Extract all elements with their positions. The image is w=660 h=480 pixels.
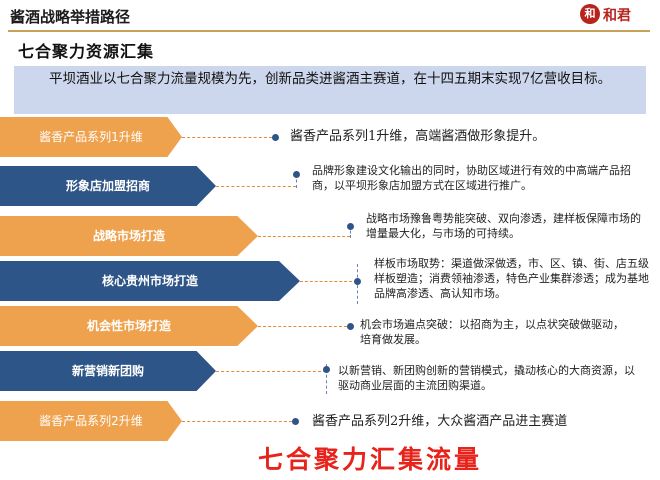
arrow-item-7: 酱香产品系列2升维 xyxy=(0,401,182,441)
connector-dot-1 xyxy=(272,134,279,141)
page-title: 酱酒战略举措路径 xyxy=(10,8,131,26)
connector-1 xyxy=(182,137,272,138)
item-desc-4: 样板市场取势：渠道做深做透，市、区、镇、街、店五级样板塑造；消费领袖渗透，特色产… xyxy=(374,257,649,300)
connector-dot-3 xyxy=(347,223,354,230)
arrow-item-1: 酱香产品系列1升维 xyxy=(0,117,182,157)
section-title: 七合聚力资源汇集 xyxy=(18,42,155,61)
connector-2 xyxy=(216,186,296,187)
logo-text: 和君 xyxy=(603,8,631,24)
arrow-item-3: 战略市场打造 xyxy=(0,216,258,256)
connector-3 xyxy=(258,236,350,237)
arrow-label: 形象店加盟招商 xyxy=(65,179,150,193)
arrow-item-4: 核心贵州市场打造 xyxy=(0,261,300,301)
slogan: 七合聚力汇集流量 xyxy=(258,445,483,474)
header-divider xyxy=(8,30,650,32)
intro-band: 平坝酒业以七合聚力流量规模为先，创新品类进酱酒主赛道，在十四五期末实现7亿营收目… xyxy=(14,66,646,114)
item-desc-6: 以新营销、新团购创新的营销模式，撬动核心的大商资源，以驱动商业层面的主流团购渠道… xyxy=(338,364,635,392)
item-desc-5: 机会市场遍点突破：以招商为主，以点状突破做驱动，培育做发展。 xyxy=(360,318,624,346)
arrow-item-2: 形象店加盟招商 xyxy=(0,166,216,206)
arrow-item-6: 新营销新团购 xyxy=(0,351,216,391)
connector-dot-2 xyxy=(293,171,300,178)
item-desc-3: 战略市场豫鲁粤势能突破、双向渗透，建样板保障市场的增量最大化，与市场的可持续。 xyxy=(366,212,641,240)
item-desc-7: 酱香产品系列2升维，大众酱酒产品进主赛道 xyxy=(312,414,568,429)
connector-dot-4 xyxy=(354,278,361,285)
logo-mark: 和 xyxy=(580,4,600,24)
arrow-label: 酱香产品系列2升维 xyxy=(39,414,143,428)
connector-4 xyxy=(300,281,357,282)
connector-dot-7 xyxy=(292,418,299,425)
connector-6 xyxy=(216,371,326,372)
connector-7 xyxy=(182,421,292,422)
connector-5 xyxy=(258,326,347,327)
connector-vline-3 xyxy=(350,226,351,238)
connector-dot-5 xyxy=(347,323,354,330)
arrow-label: 机会性市场打造 xyxy=(86,319,171,333)
arrow-label: 战略市场打造 xyxy=(92,229,165,243)
arrow-label: 核心贵州市场打造 xyxy=(101,274,198,288)
arrow-item-5: 机会性市场打造 xyxy=(0,306,258,346)
connector-vline-6 xyxy=(326,364,327,394)
connector-vline-2 xyxy=(296,174,297,188)
arrow-label: 酱香产品系列1升维 xyxy=(39,130,143,144)
arrow-label: 新营销新团购 xyxy=(71,364,144,378)
connector-dot-6 xyxy=(323,366,330,373)
brand-logo: 和 和君 xyxy=(580,4,656,26)
item-desc-1: 酱香产品系列1升维，高端酱酒做形象提升。 xyxy=(290,129,546,144)
item-desc-2: 品牌形象建设文化输出的同时，协助区域进行有效的中高端产品招商，以平坝形象店加盟方… xyxy=(312,164,631,192)
